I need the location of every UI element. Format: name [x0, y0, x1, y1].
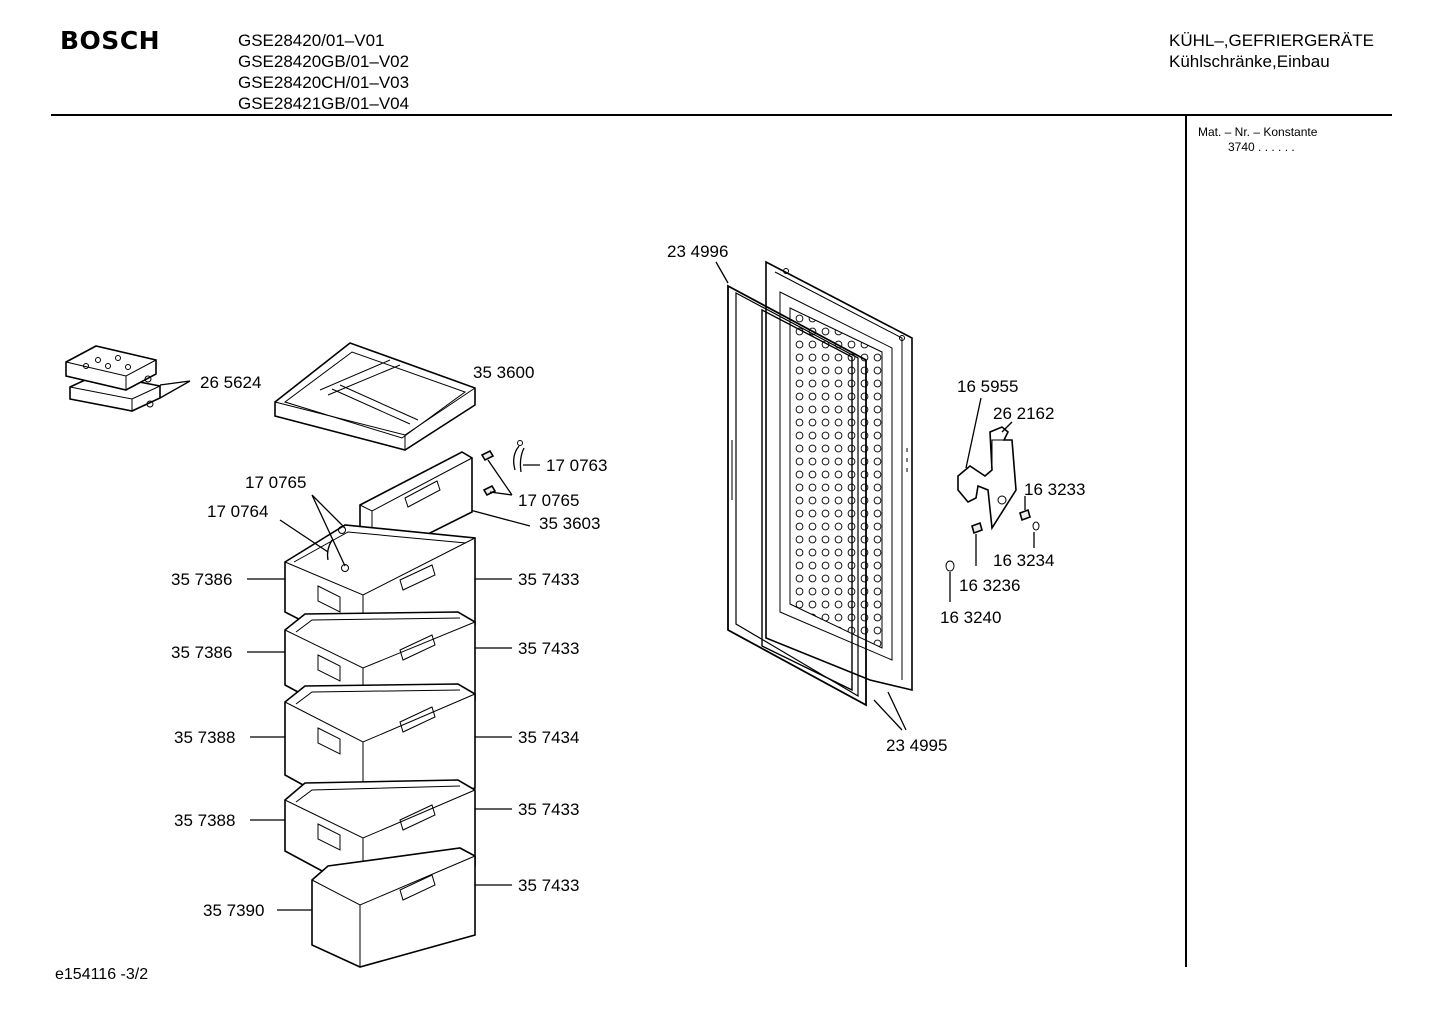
leader-line	[1001, 421, 1013, 433]
category-line-1: KÜHL–,GEFRIERGERÄTE	[1169, 31, 1374, 50]
part-label-357433b: 35 7433	[518, 639, 579, 658]
mat-label: Mat. – Nr. – Konstante	[1198, 125, 1318, 139]
part-label-353603: 35 3603	[539, 514, 600, 533]
header-divider	[51, 114, 1392, 116]
part-label-353600: 35 3600	[473, 363, 534, 382]
part-label-163240: 16 3240	[940, 608, 1001, 627]
mat-value: 3740 . . . . . .	[1228, 140, 1295, 154]
door-gasket-drawing	[727, 284, 867, 707]
leader-line	[159, 380, 191, 399]
part-label-163233: 16 3233	[1024, 480, 1085, 499]
leader-line	[873, 691, 907, 731]
model-number: GSE28421GB/01–V04	[238, 94, 410, 113]
part-label-357390: 35 7390	[203, 901, 264, 920]
part-label-357433c: 35 7433	[518, 800, 579, 819]
leader-line	[715, 261, 729, 284]
category-heading: KÜHL–,GEFRIERGERÄTE Kühlschränke,Einbau	[1169, 30, 1374, 72]
part-label-357388b: 35 7388	[174, 811, 235, 830]
material-number-panel: Mat. – Nr. – Konstante 3740 . . . . . .	[1198, 125, 1317, 155]
part-label-170765b: 17 0765	[518, 491, 579, 510]
part-label-357433d: 35 7433	[518, 876, 579, 895]
leader-line	[469, 509, 531, 527]
drawer-5-drawing	[311, 847, 476, 968]
part-label-357388a: 35 7388	[174, 728, 235, 747]
model-number: GSE28420GB/01–V02	[238, 52, 410, 71]
part-label-234996: 23 4996	[667, 242, 728, 261]
part-label-357386a: 35 7386	[171, 570, 232, 589]
leader-line	[487, 459, 513, 496]
part-label-357434: 35 7434	[518, 728, 579, 747]
cool-pack-drawing	[65, 345, 161, 412]
hinge-assembly-drawing	[945, 426, 1040, 572]
part-label-163234: 16 3234	[993, 551, 1054, 570]
brand-logo: BOSCH	[60, 26, 161, 55]
freezer-door-drawing	[765, 260, 913, 692]
model-number: GSE28420/01–V01	[238, 31, 385, 50]
part-label-234995: 23 4995	[886, 736, 947, 755]
model-number: GSE28420CH/01–V03	[238, 73, 410, 92]
category-line-2: Kühlschränke,Einbau	[1169, 52, 1330, 71]
leader-line	[311, 494, 346, 567]
part-label-357386b: 35 7386	[171, 643, 232, 662]
part-label-265624: 26 5624	[200, 373, 261, 392]
part-label-170763: 17 0763	[546, 456, 607, 475]
part-label-163236: 16 3236	[959, 576, 1020, 595]
part-label-262162: 26 2162	[993, 404, 1054, 423]
clip-parts-drawing	[480, 440, 525, 497]
part-label-357433a: 35 7433	[518, 570, 579, 589]
part-label-170764: 17 0764	[207, 502, 268, 521]
leader-line	[279, 519, 329, 553]
part-label-165955: 16 5955	[957, 377, 1018, 396]
shelf-tray-drawing	[274, 342, 476, 451]
leader-line	[965, 397, 982, 469]
part-label-170765a: 17 0765	[245, 473, 306, 492]
side-divider	[1185, 116, 1187, 967]
document-id: e154116 -3/2	[55, 966, 149, 983]
model-list: GSE28420/01–V01 GSE28420GB/01–V02 GSE284…	[238, 30, 409, 114]
